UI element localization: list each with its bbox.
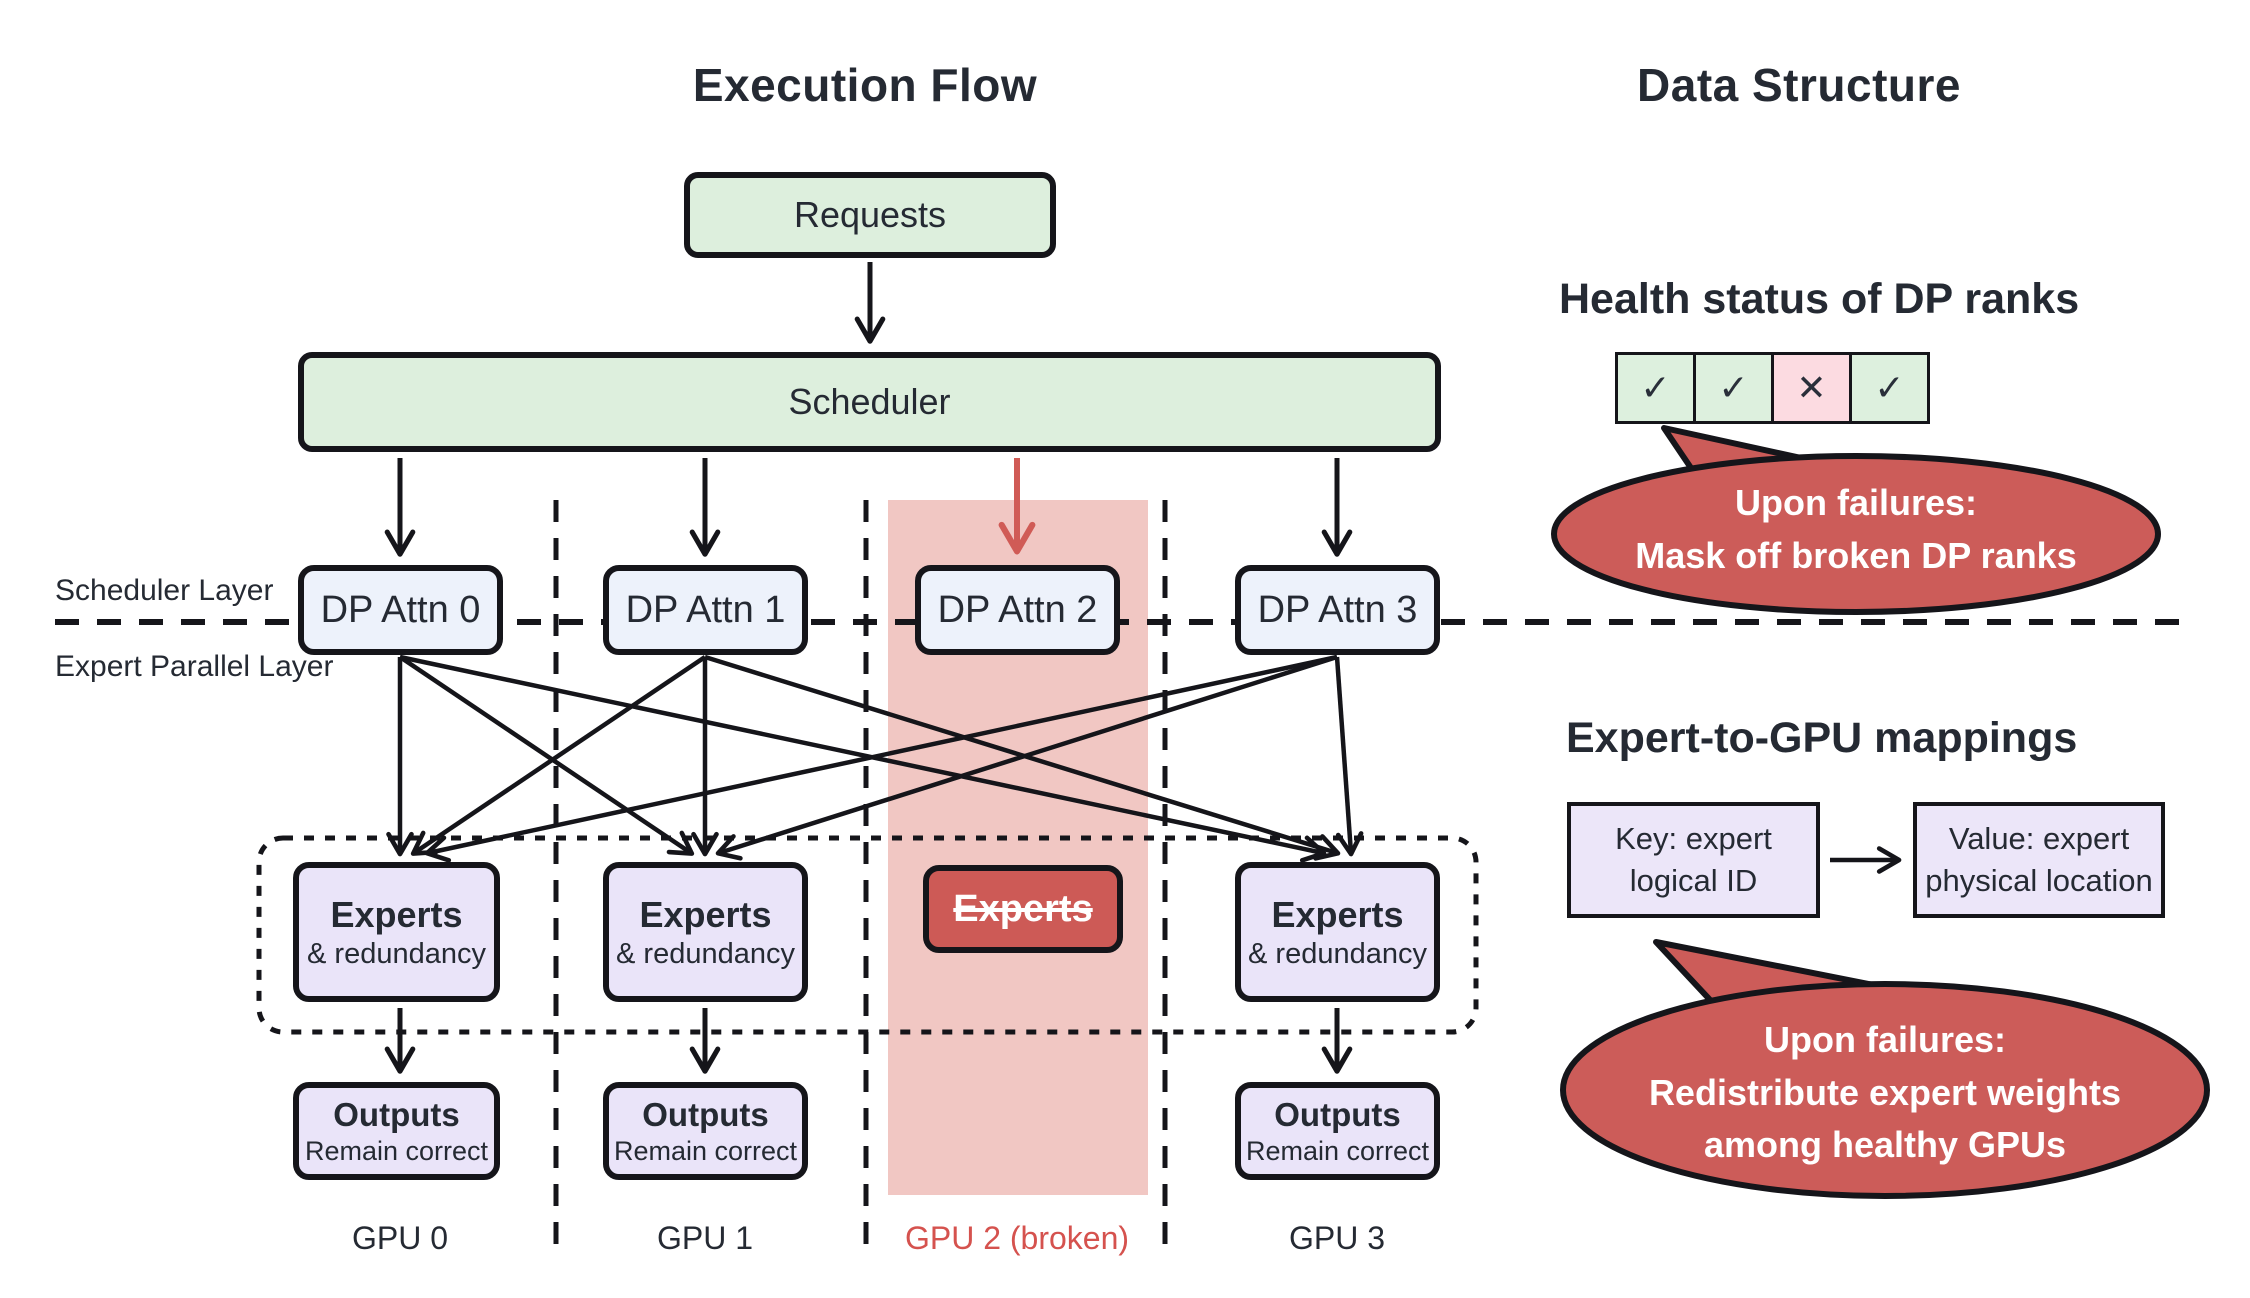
experts-gpu2-title: Experts [953, 887, 1093, 930]
outputs-gpu3-subtitle: Remain correct [1245, 1135, 1430, 1166]
scheduler-layer-label: Scheduler Layer [55, 574, 274, 607]
mask-bubble-line1: Upon failures: [1734, 482, 1977, 523]
redistribute-bubble-text: Upon failures: Redistribute expert weigh… [1585, 1014, 2185, 1172]
requests-box: Requests [684, 172, 1056, 258]
data-structure-title: Data Structure [1637, 59, 1961, 111]
arrow-dp0-exp3 [399, 654, 1327, 863]
dp-attn-3-box: DP Attn 3 [1235, 565, 1440, 655]
experts-gpu2-broken-box: Experts [923, 865, 1123, 953]
gpu2-broken-label: GPU 2 (broken) [904, 1220, 1130, 1256]
check-icon: ✓ [1640, 367, 1671, 408]
dp-attn-1-box: DP Attn 1 [603, 565, 808, 655]
expert-gpu-mapping-heading: Expert-to-GPU mappings [1566, 714, 2078, 762]
redistribute-bubble-line3: among healthy GPUs [1703, 1124, 2067, 1166]
mapping-value-line1: Value: expert [1948, 821, 2130, 857]
mask-bubble-text: Upon failures: Mask off broken DP ranks [1576, 477, 2136, 582]
expert-group-outline [256, 835, 1479, 1035]
mapping-value-box: Value: expert physical location [1913, 802, 2165, 918]
outputs-gpu0-box: Outputs Remain correct [293, 1082, 500, 1180]
mapping-key-line1: Key: expert [1615, 821, 1772, 857]
redistribute-bubble-line2: Redistribute expert weights [1648, 1071, 2122, 1113]
outputs-gpu0-subtitle: Remain correct [304, 1135, 489, 1166]
execution-flow-title: Execution Flow [692, 59, 1038, 111]
arrow-dp1-exp0 [410, 655, 707, 856]
mapping-value-line2: physical location [1925, 863, 2153, 898]
scheduler-label: Scheduler [788, 381, 951, 422]
check-icon: ✓ [1718, 367, 1749, 408]
experts-gpu3-box: Experts & redundancy [1235, 862, 1440, 1002]
outputs-gpu0-title: Outputs [333, 1095, 460, 1133]
dp-attn-2-label: DP Attn 2 [937, 588, 1098, 631]
dp-attn-1-label: DP Attn 1 [625, 588, 786, 631]
outputs-gpu1-subtitle: Remain correct [613, 1135, 798, 1166]
gpu1-label: GPU 1 [656, 1220, 754, 1256]
mapping-key-box: Key: expert logical ID [1567, 802, 1820, 918]
dp-rank-health-strip: ✓ ✓ ✕ ✓ [1615, 352, 1930, 424]
dp-attn-0-label: DP Attn 0 [320, 588, 481, 631]
experts-gpu3-title: Experts [1271, 893, 1404, 935]
dp-attn-0-box: DP Attn 0 [298, 565, 503, 655]
redistribute-bubble-line1: Upon failures: [1763, 1019, 2006, 1060]
experts-gpu1-box: Experts & redundancy [603, 862, 808, 1002]
dp-attn-3-label: DP Attn 3 [1257, 588, 1418, 631]
scheduler-box: Scheduler [298, 352, 1441, 452]
bubble-mask-body [1551, 453, 2161, 615]
outputs-gpu1-box: Outputs Remain correct [603, 1082, 808, 1180]
outputs-gpu1-title: Outputs [642, 1095, 769, 1133]
health-cell-2-broken: ✕ [1771, 355, 1849, 421]
experts-gpu0-box: Experts & redundancy [293, 862, 500, 1002]
outputs-gpu3-title: Outputs [1274, 1095, 1401, 1133]
gpu0-label: GPU 0 [351, 1220, 449, 1256]
dp-attn-2-box: DP Attn 2 [915, 565, 1120, 655]
expert-parallel-layer-label: Expert Parallel Layer [55, 650, 334, 683]
experts-gpu3-subtitle: & redundancy [1248, 937, 1427, 970]
bubble-redistribute-body [1560, 981, 2210, 1199]
experts-gpu0-title: Experts [330, 893, 463, 935]
arrow-dp3-exp0 [424, 654, 1338, 863]
health-cell-1: ✓ [1693, 355, 1771, 421]
arrow-dp3-exp1 [715, 654, 1338, 861]
arrow-dp3-exp3 [1334, 656, 1364, 857]
health-status-heading: Health status of DP ranks [1559, 275, 2080, 323]
gpu3-label: GPU 3 [1288, 1220, 1386, 1256]
experts-gpu1-subtitle: & redundancy [616, 937, 795, 970]
health-cell-3: ✓ [1849, 355, 1927, 421]
health-cell-0: ✓ [1618, 355, 1693, 421]
cross-icon: ✕ [1796, 367, 1827, 408]
mask-bubble-line2: Mask off broken DP ranks [1635, 534, 2077, 576]
requests-label: Requests [793, 194, 947, 235]
check-icon: ✓ [1874, 367, 1905, 408]
outputs-gpu3-box: Outputs Remain correct [1235, 1082, 1440, 1180]
experts-gpu1-title: Experts [639, 893, 772, 935]
experts-gpu0-subtitle: & redundancy [307, 937, 486, 970]
arrow-dp0-exp1 [398, 655, 695, 856]
mapping-key-line2: logical ID [1629, 863, 1758, 898]
